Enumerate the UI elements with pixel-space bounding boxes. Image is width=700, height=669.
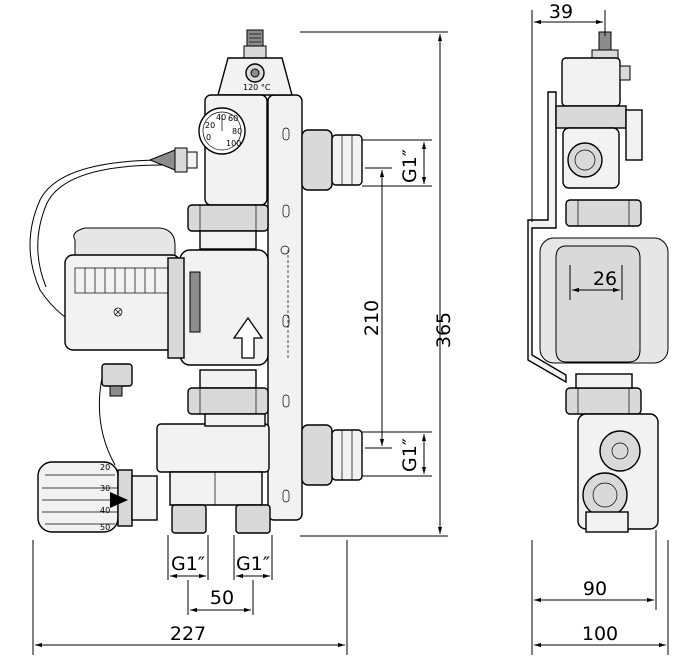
gauge-scale-40: 40 bbox=[216, 113, 226, 122]
front-dimensions: 365 210 G1″ G1″ G1″ G1″ 50 227 bbox=[32, 31, 455, 655]
gauge-scale-100: 100 bbox=[226, 139, 241, 148]
dim-g1-top-right: G1″ bbox=[399, 149, 421, 183]
dim-90: 90 bbox=[583, 578, 607, 600]
mounting-plate bbox=[267, 94, 303, 521]
dim-g1-outlet-right: G1″ bbox=[236, 553, 270, 575]
thermo-scale-50: 50 bbox=[100, 523, 110, 532]
side-view bbox=[527, 31, 669, 533]
dim-g1-outlet-left: G1″ bbox=[171, 553, 205, 575]
sensor-probe bbox=[148, 149, 176, 171]
side-port-lower bbox=[582, 472, 628, 518]
pump-shadow bbox=[73, 227, 176, 256]
gauge-scale-0: 0 bbox=[206, 133, 211, 142]
dim-365: 365 bbox=[433, 312, 455, 348]
thermo-scale-30: 30 bbox=[100, 484, 110, 493]
dim-39: 39 bbox=[549, 1, 573, 23]
dim-100: 100 bbox=[582, 623, 618, 645]
gauge-scale-20: 20 bbox=[205, 121, 215, 130]
side-dimensions: 39 26 90 100 bbox=[531, 1, 669, 655]
dim-g1-bottom-right: G1″ bbox=[399, 438, 421, 472]
thermostatic-head bbox=[37, 461, 119, 533]
front-view: 120 °C 40 60 20 80 0 100 bbox=[29, 29, 363, 534]
outlet-left bbox=[171, 504, 207, 534]
port-fitting-upper bbox=[301, 129, 333, 191]
gauge-scale-80: 80 bbox=[232, 127, 242, 136]
thermo-scale-40: 40 bbox=[100, 506, 110, 515]
outlet-right bbox=[235, 504, 271, 534]
side-bracket bbox=[527, 91, 567, 384]
side-top-body bbox=[561, 57, 621, 107]
dim-26: 26 bbox=[593, 268, 617, 290]
side-port-upper bbox=[567, 142, 603, 178]
dim-50: 50 bbox=[210, 587, 234, 609]
mixing-valve-body bbox=[156, 423, 270, 473]
thermometer-temp-label: 120 °C bbox=[243, 83, 271, 92]
pump-motor bbox=[64, 254, 181, 351]
thermo-scale-20: 20 bbox=[100, 463, 110, 472]
pump-cable-plug bbox=[101, 363, 133, 387]
port-fitting-lower bbox=[301, 424, 333, 486]
gauge-scale-60: 60 bbox=[228, 114, 238, 123]
capillary-tube bbox=[29, 159, 166, 331]
flow-arrow bbox=[232, 316, 264, 359]
dim-227: 227 bbox=[170, 623, 206, 645]
dim-210: 210 bbox=[361, 300, 383, 336]
